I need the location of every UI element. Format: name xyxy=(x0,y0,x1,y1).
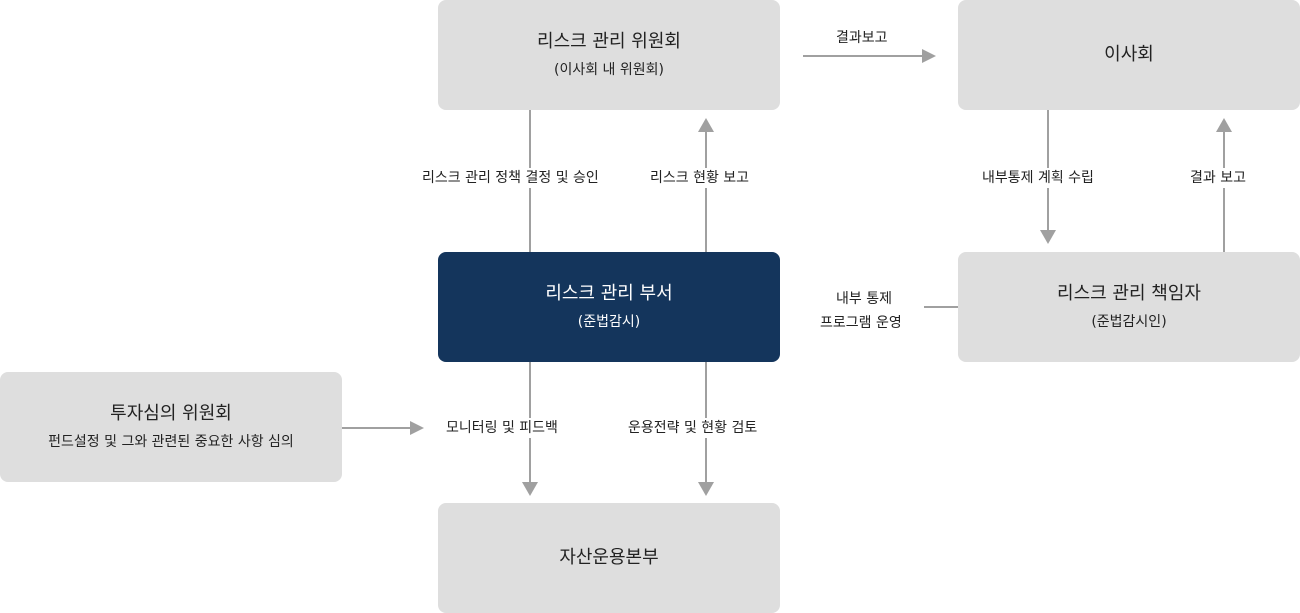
risk-dept-subtitle: (준법감시) xyxy=(577,314,641,330)
risk-officer-title: 리스크 관리 책임자 xyxy=(1057,283,1201,304)
invest-committee-node: 투자심의 위원회 펀드설정 및 그와 관련된 중요한 사항 심의 xyxy=(0,372,342,482)
arrowhead-up xyxy=(698,118,714,132)
arrowhead-down xyxy=(522,482,538,496)
edge-label-dept-to-asset-review: 운용전략 및 현황 검토 xyxy=(624,418,762,438)
risk-dept-node: 리스크 관리 부서 (준법감시) xyxy=(438,252,780,362)
invest-committee-subtitle: 펀드설정 및 그와 관련된 중요한 사항 심의 xyxy=(48,434,294,450)
arrowhead-down xyxy=(698,482,714,496)
risk-committee-title: 리스크 관리 위원회 xyxy=(537,31,681,52)
risk-officer-subtitle: (준법감시인) xyxy=(1091,314,1167,330)
arrowhead-up xyxy=(1216,118,1232,132)
edge-label-officer-to-board: 결과 보고 xyxy=(1186,168,1250,188)
risk-committee-subtitle: (이사회 내 위원회) xyxy=(554,62,664,78)
edge-label-dept-to-asset-monitor: 모니터링 및 피드백 xyxy=(442,418,562,438)
board-node: 이사회 xyxy=(958,0,1300,110)
invest-committee-title: 투자심의 위원회 xyxy=(110,403,232,424)
risk-officer-node: 리스크 관리 책임자 (준법감시인) xyxy=(958,252,1300,362)
edge-label-committee-to-dept: 리스크 관리 정책 결정 및 승인 xyxy=(418,168,603,188)
arrowhead-right xyxy=(410,421,424,435)
edge-label-officer-to-dept-line1: 내부 통제 xyxy=(832,289,896,309)
risk-dept-title: 리스크 관리 부서 xyxy=(545,283,673,304)
board-title: 이사회 xyxy=(1104,44,1154,65)
asset-mgmt-title: 자산운용본부 xyxy=(559,547,659,568)
edge-label-dept-to-committee: 리스크 현황 보고 xyxy=(646,168,754,188)
edge-label-committee-to-board: 결과보고 xyxy=(832,28,892,48)
edge-label-board-to-officer: 내부통제 계획 수립 xyxy=(978,168,1098,188)
risk-committee-node: 리스크 관리 위원회 (이사회 내 위원회) xyxy=(438,0,780,110)
arrowhead-right xyxy=(922,49,936,63)
asset-mgmt-node: 자산운용본부 xyxy=(438,503,780,613)
arrowhead-down xyxy=(1040,230,1056,244)
edge-label-officer-to-dept-line2: 프로그램 운영 xyxy=(816,313,906,333)
